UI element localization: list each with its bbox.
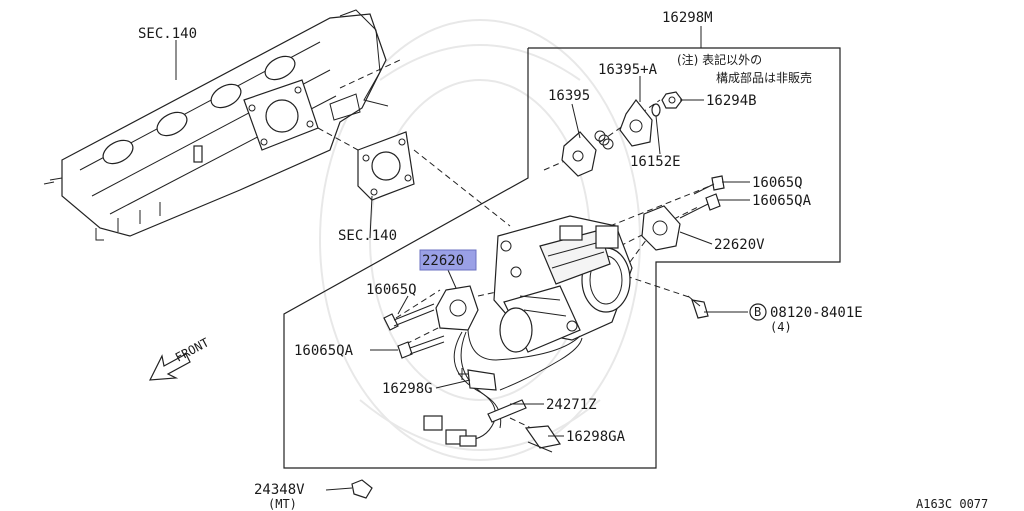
label-16298GA: 16298GA [566,429,626,445]
throttle-body [493,215,633,353]
label-16065QA-right: 16065QA [752,193,812,209]
clip-16298G [458,368,497,391]
label-16065Q-left: 16065Q [366,282,417,298]
label-16395A: 16395+A [598,62,658,78]
drawing-code: A163C 0077 [916,497,988,511]
label-highlight-22620 [419,249,477,271]
bolt-symbol-circle [749,303,767,321]
note-line2: 構成部品は非販売 [716,70,812,85]
bolt-16065Q-left [383,303,435,331]
note-line1: (注) 表記以外の [677,52,762,67]
label-22620V: 22620V [714,237,765,253]
label-16152E: 16152E [630,154,681,170]
label-front: FRONT [173,335,211,364]
leader-lines [175,26,750,491]
group-frame-16298M [283,47,841,469]
part-24348V [351,479,373,499]
intake-manifold [43,9,389,241]
label-16294B: 16294B [706,93,757,109]
label-24348V-note: (MT) [268,497,297,511]
label-24348V: 24348V [254,482,305,498]
bolt-16065Q-right [693,175,725,195]
bolt-08120-8401E [687,295,709,319]
gasket [357,131,415,201]
label-08120-8401E: 08120-8401E [770,305,863,321]
label-sec140-mid: SEC.140 [338,228,397,244]
clip-16298GA [524,425,561,453]
throttle-sensor-22620 [435,285,479,331]
front-arrow-icon [148,353,191,381]
label-24271Z: 24271Z [546,397,597,413]
label-16065QA-left: 16065QA [294,343,354,359]
label-16395: 16395 [548,88,590,104]
label-sec140-top: SEC.140 [138,26,197,42]
label-16298M: 16298M [662,10,713,26]
bolt-16065QA-left [397,335,445,359]
bolt-16065QA-right [679,193,721,219]
connector-24271Z [487,399,527,423]
washer-16152E [651,103,661,117]
bolt-symbol-letter: B [754,305,761,319]
nut-16294B [661,91,683,109]
label-16298G: 16298G [382,381,433,397]
label-16065Q-right: 16065Q [752,175,803,191]
label-22620: 22620 [422,253,464,269]
plate-16395 [561,131,597,177]
sensor-22620V [641,205,681,251]
lever-16395A [619,99,653,147]
spring-16395A [594,130,614,150]
label-bolt-qty: (4) [770,320,792,334]
